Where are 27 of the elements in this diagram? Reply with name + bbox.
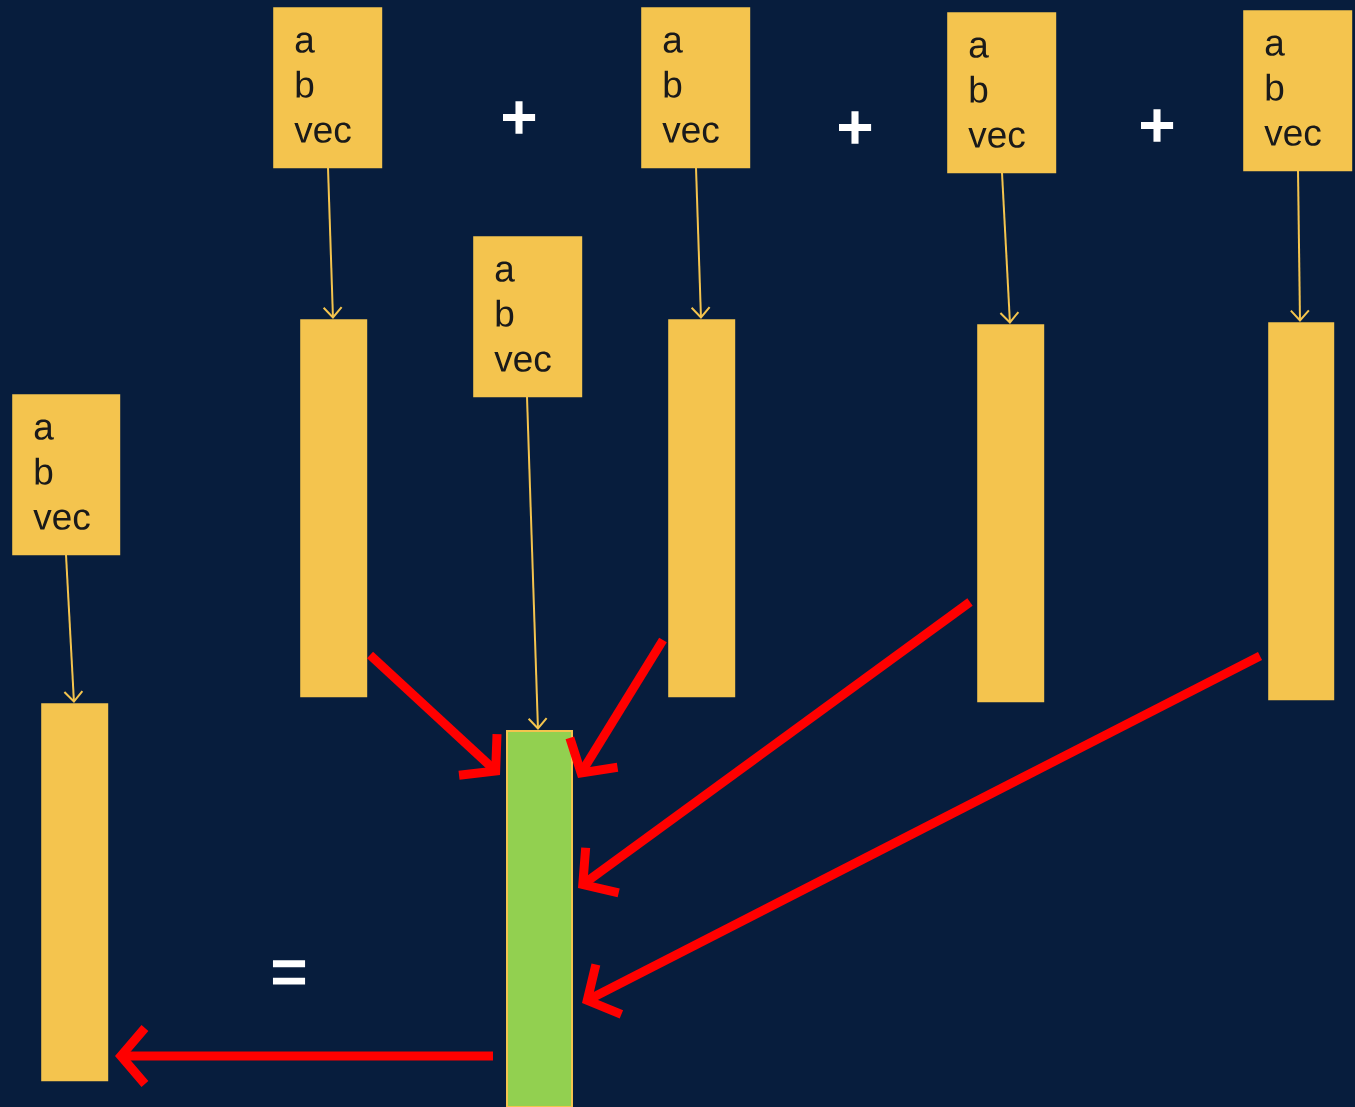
equals-sign: = bbox=[272, 960, 306, 985]
label-box: a b vec bbox=[641, 7, 751, 169]
bar bbox=[977, 324, 1045, 703]
arrow bbox=[322, 167, 343, 319]
label-box: a b vec bbox=[1243, 10, 1353, 172]
label-box: a b vec bbox=[473, 236, 583, 398]
arrow bbox=[526, 396, 548, 730]
arrow bbox=[366, 651, 502, 780]
label-box: a b vec bbox=[12, 394, 121, 556]
bar bbox=[506, 730, 573, 1107]
bar bbox=[668, 319, 736, 698]
arrow bbox=[565, 637, 667, 778]
arrow bbox=[582, 652, 1263, 1019]
arrow bbox=[115, 1025, 493, 1087]
plus-sign: + bbox=[503, 101, 536, 134]
arrow bbox=[578, 598, 973, 898]
bar bbox=[300, 319, 368, 698]
arrow bbox=[690, 167, 711, 319]
arrow bbox=[1289, 170, 1310, 322]
arrow bbox=[63, 554, 84, 703]
label-box: a b vec bbox=[947, 12, 1057, 174]
bar bbox=[1268, 322, 1335, 701]
bar bbox=[41, 703, 109, 1082]
label-box: a b vec bbox=[273, 7, 383, 169]
plus-sign: + bbox=[839, 111, 872, 144]
arrow bbox=[999, 172, 1020, 324]
plus-sign: + bbox=[1141, 109, 1174, 142]
